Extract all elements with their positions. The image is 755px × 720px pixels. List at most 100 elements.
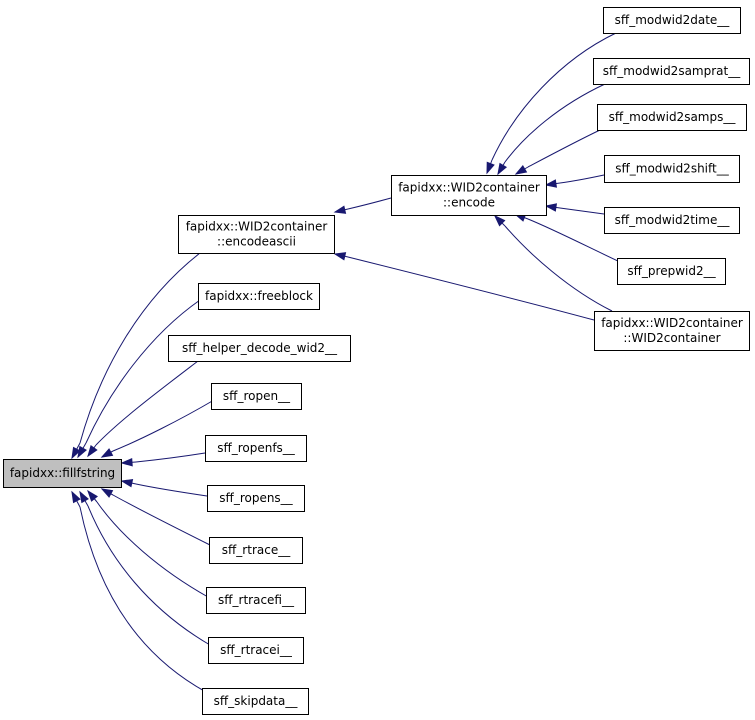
node-encode[interactable]: fapidxx::WID2container::encode bbox=[391, 175, 547, 216]
edge-ctor-to-encode bbox=[504, 225, 613, 312]
node-helper_decode[interactable]: sff_helper_decode_wid2__ bbox=[168, 335, 351, 362]
node-label-prepwid2: sff_prepwid2__ bbox=[627, 264, 716, 278]
node-box-ctor[interactable] bbox=[594, 311, 750, 351]
node-ropen[interactable]: sff_ropen__ bbox=[211, 383, 302, 410]
node-rtrace[interactable]: sff_rtrace__ bbox=[209, 537, 303, 564]
node-modwid2time[interactable]: sff_modwid2time__ bbox=[604, 207, 740, 234]
node-label-rtracefi: sff_rtracefi__ bbox=[218, 593, 295, 607]
node-box-modwid2time[interactable] bbox=[604, 207, 740, 234]
edge-skipdata-to-root bbox=[79, 506, 207, 693]
node-box-ropens[interactable] bbox=[207, 485, 305, 512]
edge-tail-modwid2date-to-encode bbox=[486, 159, 493, 174]
edge-rtrace-to-root bbox=[112, 494, 213, 547]
node-label-ctor-line-2: ::WID2container bbox=[623, 331, 720, 345]
edge-ropenfs-to-root bbox=[135, 452, 206, 463]
node-label-rtrace: sff_rtrace__ bbox=[222, 543, 291, 557]
node-label-encodeascii-line-2: ::encodeascii bbox=[217, 235, 296, 249]
node-box-helper_decode[interactable] bbox=[168, 335, 351, 362]
node-box-rtrace[interactable] bbox=[209, 537, 303, 564]
node-label-encodeascii-line-1: fapidxx::WID2container bbox=[186, 220, 328, 234]
node-box-ropen[interactable] bbox=[211, 383, 302, 410]
node-skipdata[interactable]: sff_skipdata__ bbox=[202, 688, 309, 715]
node-box-skipdata[interactable] bbox=[202, 688, 309, 715]
edge-tail-encodeascii-to-root bbox=[71, 442, 81, 459]
node-encodeascii[interactable]: fapidxx::WID2container::encodeascii bbox=[178, 215, 335, 254]
edge-tail-ctor-to-encodeascii bbox=[334, 253, 349, 258]
node-box-modwid2date[interactable] bbox=[603, 7, 741, 34]
node-freeblock[interactable]: fapidxx::freeblock bbox=[198, 283, 320, 310]
edge-tail-rtracefi-to-root bbox=[87, 490, 98, 503]
edge-tail-ctor-to-encode bbox=[494, 215, 506, 227]
node-label-ropenfs: sff_ropenfs__ bbox=[217, 441, 296, 455]
edge-modwid2date-to-encode bbox=[491, 32, 617, 161]
node-box-modwid2samps[interactable] bbox=[597, 104, 747, 131]
node-box-ropenfs[interactable] bbox=[205, 435, 307, 462]
edge-tail-modwid2samps-to-encode bbox=[515, 166, 529, 175]
node-box-root[interactable] bbox=[3, 459, 122, 488]
node-rtracefi[interactable]: sff_rtracefi__ bbox=[206, 587, 306, 614]
node-label-modwid2shift: sff_modwid2shift__ bbox=[615, 162, 729, 176]
edge-freeblock-to-root bbox=[85, 299, 201, 444]
node-label-ropens: sff_ropens__ bbox=[219, 491, 293, 505]
edge-rtracefi-to-root bbox=[96, 501, 209, 598]
edge-tail-rtracei-to-root bbox=[79, 491, 89, 507]
edge-tail-ropenfs-to-root bbox=[121, 461, 137, 464]
node-rtracei[interactable]: sff_rtracei__ bbox=[208, 637, 304, 664]
node-box-encode[interactable] bbox=[391, 175, 547, 216]
node-label-modwid2samprat: sff_modwid2samprat__ bbox=[603, 64, 741, 78]
edge-tail-modwid2time-to-encode bbox=[545, 205, 561, 209]
edge-tail-helper_decode-to-root bbox=[87, 444, 97, 457]
node-box-freeblock[interactable] bbox=[198, 283, 320, 310]
edge-tail-ropen-to-root bbox=[101, 450, 114, 458]
edge-ropen-to-root bbox=[112, 399, 215, 452]
node-box-modwid2shift[interactable] bbox=[604, 155, 740, 183]
node-ropenfs[interactable]: sff_ropenfs__ bbox=[205, 435, 307, 462]
node-root[interactable]: fapidxx::fillfstring bbox=[3, 459, 122, 488]
node-ropens[interactable]: sff_ropens__ bbox=[207, 485, 305, 512]
node-box-modwid2samprat[interactable] bbox=[593, 58, 750, 85]
edge-rtracei-to-root bbox=[87, 505, 211, 646]
node-modwid2samps[interactable]: sff_modwid2samps__ bbox=[597, 104, 747, 131]
edge-modwid2time-to-encode bbox=[559, 207, 605, 215]
node-label-modwid2samps: sff_modwid2samps__ bbox=[609, 110, 737, 124]
edge-modwid2samprat-to-encode bbox=[504, 83, 606, 163]
edge-prepwid2-to-encode bbox=[527, 218, 621, 263]
node-label-encode-line-1: fapidxx::WID2container bbox=[398, 181, 540, 195]
nodes-layer: fapidxx::fillfstring fapidxx::WID2contain… bbox=[3, 7, 750, 715]
node-prepwid2[interactable]: sff_prepwid2__ bbox=[617, 258, 726, 285]
node-label-modwid2time: sff_modwid2time__ bbox=[615, 213, 731, 227]
node-box-rtracefi[interactable] bbox=[206, 587, 306, 614]
node-modwid2date[interactable]: sff_modwid2date__ bbox=[603, 7, 741, 34]
node-box-encodeascii[interactable] bbox=[178, 215, 335, 254]
node-label-ropen: sff_ropen__ bbox=[223, 389, 291, 403]
edge-tail-rtrace-to-root bbox=[101, 488, 114, 496]
node-label-skipdata: sff_skipdata__ bbox=[214, 694, 299, 708]
node-label-helper_decode: sff_helper_decode_wid2__ bbox=[182, 341, 338, 355]
node-label-modwid2date: sff_modwid2date__ bbox=[615, 13, 731, 27]
node-label-rtracei: sff_rtracei__ bbox=[220, 643, 293, 657]
node-label-encode-line-2: ::encode bbox=[443, 196, 495, 210]
edge-ctor-to-encodeascii bbox=[347, 256, 595, 321]
edge-ropens-to-root bbox=[135, 483, 208, 497]
node-box-prepwid2[interactable] bbox=[617, 258, 726, 285]
node-modwid2samprat[interactable]: sff_modwid2samprat__ bbox=[593, 58, 750, 85]
edge-tail-modwid2shift-to-encode bbox=[545, 182, 561, 186]
edge-tail-skipdata-to-root bbox=[71, 491, 81, 508]
node-modwid2shift[interactable]: sff_modwid2shift__ bbox=[604, 155, 740, 183]
edge-encode-to-encodeascii bbox=[347, 197, 392, 210]
node-box-rtracei[interactable] bbox=[208, 637, 304, 664]
node-label-root: fapidxx::fillfstring bbox=[10, 466, 115, 480]
edge-encodeascii-to-root bbox=[79, 252, 201, 444]
edge-tail-freeblock-to-root bbox=[77, 442, 87, 458]
edge-modwid2samps-to-encode bbox=[527, 129, 601, 168]
edge-modwid2shift-to-encode bbox=[559, 174, 605, 184]
node-ctor[interactable]: fapidxx::WID2container::WID2container bbox=[594, 311, 750, 351]
edges-layer bbox=[71, 32, 621, 693]
edge-tail-modwid2samprat-to-encode bbox=[497, 161, 506, 175]
edge-helper_decode-to-root bbox=[95, 360, 199, 446]
node-label-freeblock: fapidxx::freeblock bbox=[205, 289, 313, 303]
edge-tail-encode-to-encodeascii bbox=[334, 208, 349, 213]
node-label-ctor-line-1: fapidxx::WID2container bbox=[601, 316, 743, 330]
edge-tail-ropens-to-root bbox=[121, 480, 137, 485]
